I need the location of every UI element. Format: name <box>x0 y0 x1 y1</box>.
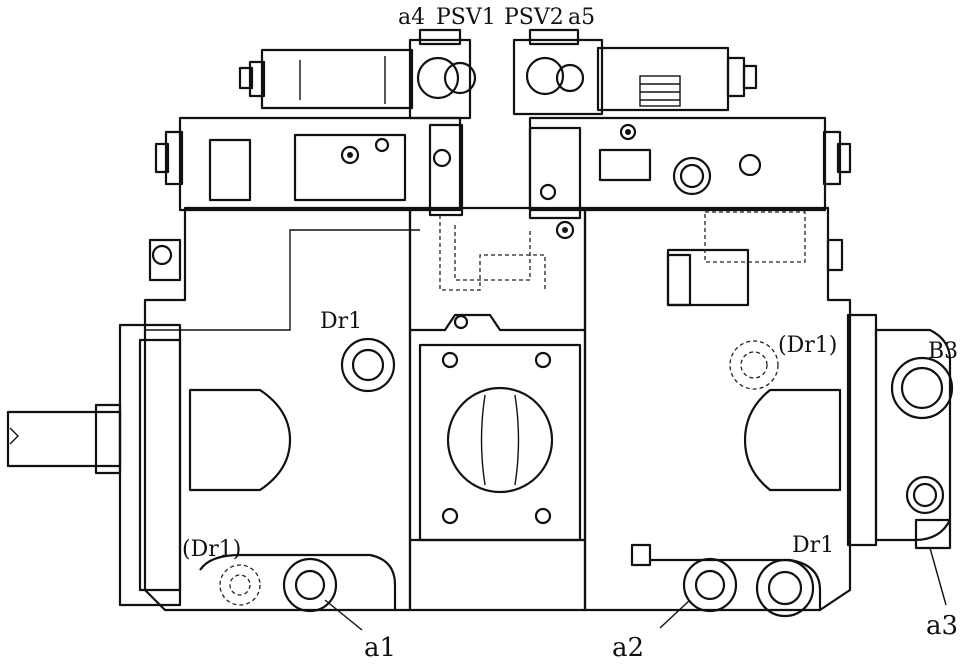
label-a3: a3 <box>926 611 958 641</box>
bottom-ports <box>199 543 822 618</box>
label-a2: a2 <box>612 633 644 663</box>
label-dr1-bottom-right: Dr1 <box>792 533 834 558</box>
right-pump-housing <box>583 206 852 612</box>
label-a5: a5 <box>568 5 595 30</box>
drive-shaft <box>6 403 122 475</box>
leader-lines <box>324 547 947 631</box>
label-dr1-bottom-left: (Dr1) <box>182 537 241 562</box>
left-pump-housing <box>118 206 420 612</box>
label-dr1-right: (Dr1) <box>778 333 837 358</box>
label-b3: B3 <box>928 339 958 364</box>
top-left-solenoid-valve <box>238 28 477 120</box>
label-a1: a1 <box>364 633 396 663</box>
label-a4: a4 <box>398 5 425 30</box>
top-right-solenoid-valve <box>512 28 758 116</box>
label-psv1: PSV1 <box>436 5 496 30</box>
label-dr1-center: Dr1 <box>320 309 362 334</box>
center-block <box>408 206 587 612</box>
b3-port-block <box>846 313 954 550</box>
label-psv2: PSV2 <box>504 5 564 30</box>
right-regulator <box>528 116 852 240</box>
left-regulator <box>154 116 464 217</box>
